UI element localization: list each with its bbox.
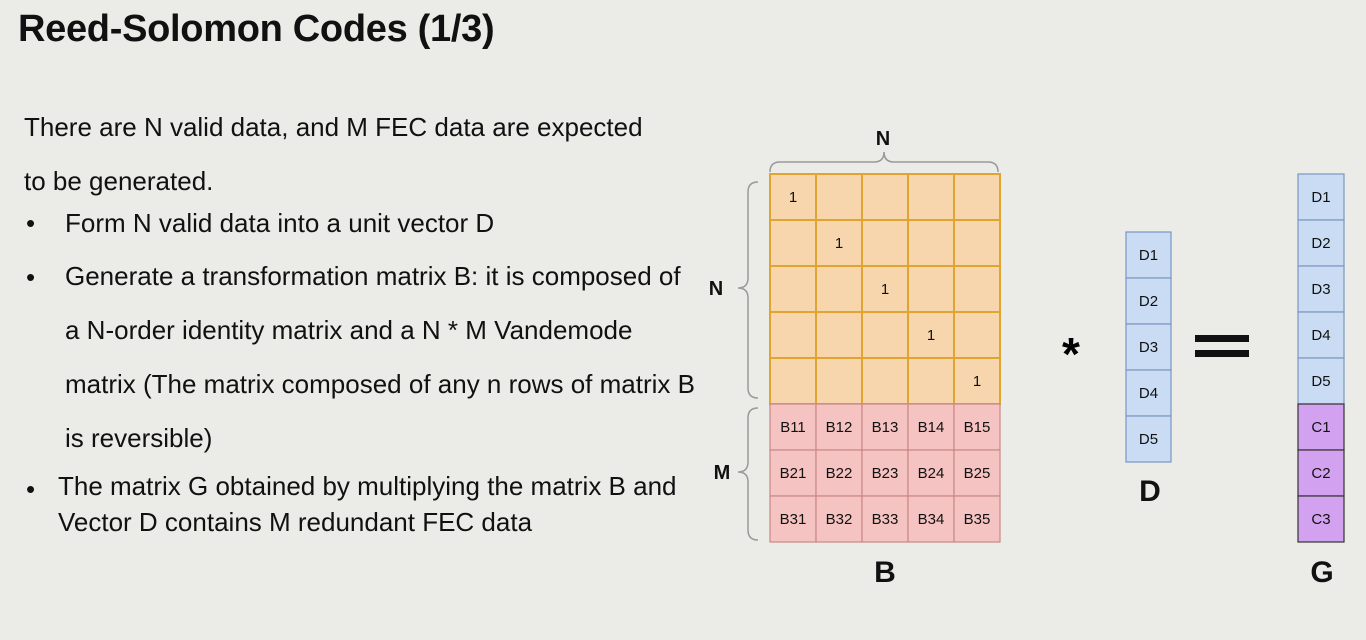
vandermonde-cell-text: B22	[826, 465, 853, 482]
vector-d-cell	[1125, 277, 1172, 325]
vector-d-cell	[1125, 323, 1172, 371]
vandermonde-cell	[907, 495, 955, 543]
vandermonde-cell-text: B23	[872, 465, 899, 482]
vector-g-data-cell-text: D4	[1311, 327, 1330, 344]
vandermonde-cell	[815, 449, 863, 497]
vandermonde-cell-text: B15	[964, 419, 991, 436]
identity-cell	[907, 173, 955, 221]
vandermonde-cell-text: B35	[964, 511, 991, 528]
identity-cell-text: 1	[881, 281, 889, 298]
left-brace-m	[737, 407, 759, 541]
vandermonde-cell-text: B13	[872, 419, 899, 436]
vector-g-fec-cell	[1297, 449, 1345, 497]
vector-g-data-cell-text: D2	[1311, 235, 1330, 252]
identity-cell	[953, 265, 1001, 313]
identity-cell	[861, 357, 909, 405]
vector-d-cell	[1125, 231, 1172, 279]
vector-d-cell	[1125, 369, 1172, 417]
vector-g-fec-cell-text: C3	[1311, 511, 1330, 528]
left-brace-m-label: M	[714, 462, 731, 484]
top-brace	[769, 151, 999, 173]
identity-cell	[861, 219, 909, 267]
identity-cell-text: 1	[835, 235, 843, 252]
identity-cell-text: 1	[973, 373, 981, 390]
identity-cell	[953, 219, 1001, 267]
vandermonde-cell-text: B12	[826, 419, 853, 436]
vector-g-data-cell-text: D3	[1311, 281, 1330, 298]
vandermonde-cell-text: B24	[918, 465, 945, 482]
vector-d-cell-text: D2	[1139, 293, 1158, 310]
bullet-text: Form N valid data into a unit vector D	[65, 208, 495, 238]
vandermonde-cell	[861, 449, 909, 497]
vector-d-label: D	[1139, 475, 1161, 508]
bullet-text: Generate a transformation matrix B: it i…	[65, 261, 695, 453]
vandermonde-cell-text: B14	[918, 419, 945, 436]
vector-g-data-cell-text: D5	[1311, 373, 1330, 390]
vandermonde-cell	[953, 403, 1001, 451]
vandermonde-cell-text: B31	[780, 511, 807, 528]
vandermonde-cell	[907, 403, 955, 451]
identity-cell	[769, 357, 817, 405]
vector-g-data-cell	[1297, 265, 1345, 313]
vandermonde-cell	[815, 495, 863, 543]
identity-cell	[953, 173, 1001, 221]
vector-d-cell-text: D3	[1139, 339, 1158, 356]
vandermonde-cell-text: B11	[780, 419, 806, 436]
vandermonde-cell-text: B25	[964, 465, 991, 482]
vandermonde-cell-text: B21	[780, 465, 807, 482]
bullet-marker: •	[26, 474, 36, 504]
vandermonde-cell	[907, 449, 955, 497]
vandermonde-cell-text: B34	[918, 511, 945, 528]
vandermonde-cell	[953, 449, 1001, 497]
identity-cell	[769, 173, 817, 221]
bullet-text: The matrix G obtained by multiplying the…	[58, 471, 677, 537]
slide-title: Reed-Solomon Codes (1/3)	[18, 8, 495, 50]
identity-cell	[907, 265, 955, 313]
vandermonde-cell	[953, 495, 1001, 543]
left-brace-n-label: N	[709, 278, 723, 300]
identity-cell	[815, 265, 863, 313]
vandermonde-cell	[815, 403, 863, 451]
identity-cell	[907, 219, 955, 267]
equals-sign-top-bar	[1195, 335, 1249, 342]
bullet-marker: •	[26, 262, 36, 292]
vector-g-fec-cell-text: C1	[1311, 419, 1330, 436]
vandermonde-cell-text: B32	[826, 511, 853, 528]
identity-cell-text: 1	[789, 189, 797, 206]
identity-cell-text: 1	[927, 327, 935, 344]
vector-d-cell-text: D1	[1139, 247, 1158, 264]
vector-g-fec-cell	[1297, 495, 1345, 543]
left-brace-n	[737, 181, 759, 399]
matrix-b-label: B	[874, 556, 896, 589]
identity-cell	[769, 219, 817, 267]
identity-cell	[907, 357, 955, 405]
identity-cell	[861, 173, 909, 221]
top-brace-label: N	[876, 128, 890, 150]
identity-cell	[815, 311, 863, 359]
vector-d-cell-text: D4	[1139, 385, 1158, 402]
identity-cell	[815, 173, 863, 221]
identity-cell	[769, 265, 817, 313]
vector-d-cell-text: D5	[1139, 431, 1158, 448]
identity-cell	[815, 357, 863, 405]
vandermonde-cell-text: B33	[872, 511, 899, 528]
identity-cell	[953, 311, 1001, 359]
equals-sign-bottom-bar	[1195, 350, 1249, 357]
identity-cell	[953, 357, 1001, 405]
bullet-marker: •	[26, 208, 36, 238]
vandermonde-cell	[861, 495, 909, 543]
vandermonde-cell	[769, 495, 817, 543]
intro-text: There are N valid data, and M FEC data a…	[24, 112, 643, 196]
multiply-symbol: *	[1062, 328, 1080, 380]
vector-g-label: G	[1310, 556, 1333, 589]
identity-cell	[769, 311, 817, 359]
vector-g-data-cell-text: D1	[1311, 189, 1330, 206]
vector-d-cell	[1125, 415, 1172, 463]
identity-cell	[861, 311, 909, 359]
vector-g-fec-cell-text: C2	[1311, 465, 1330, 482]
